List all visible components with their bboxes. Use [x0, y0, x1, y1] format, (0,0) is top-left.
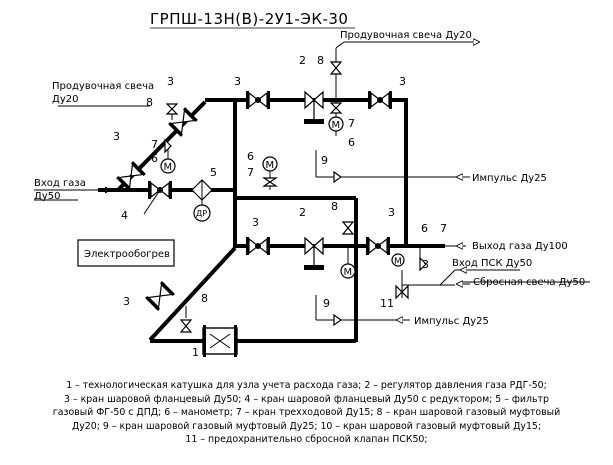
manometer-6-outlet: М: [391, 253, 405, 267]
regulator-2-bottom: [304, 236, 324, 270]
valve-3-diagonal-bottom: [145, 281, 175, 311]
filter-5: ДР: [191, 179, 213, 222]
svg-text:М: М: [266, 160, 275, 171]
num-3-c: 3: [399, 75, 406, 88]
manometer-6-top: М: [328, 116, 344, 132]
num-5: 5: [210, 166, 217, 179]
manometer-6-bottom: М: [340, 263, 356, 279]
num-3-h: 3: [123, 295, 130, 308]
num-7-b: 7: [151, 138, 158, 151]
legend-line: газовый ФГ-50 с ДПД; 6 – манометр; 7 – к…: [52, 407, 561, 419]
num-8-d: 8: [201, 292, 208, 305]
label-inlet-2: Ду50: [34, 191, 60, 202]
label-impulse-top: Импульс Ду25: [472, 173, 547, 184]
num-3-f: 3: [388, 206, 395, 219]
num-4: 4: [121, 209, 128, 222]
label-impulse-bottom: Импульс Ду25: [414, 316, 489, 327]
valve-3-top-right: [368, 91, 392, 109]
svg-text:ДР: ДР: [196, 209, 207, 218]
label-purge-left-2: Ду20: [52, 94, 78, 105]
num-8-b: 8: [146, 96, 153, 109]
manometer-6-filter: М: [262, 156, 278, 172]
num-3-a: 3: [167, 75, 174, 88]
num-1: 1: [192, 346, 199, 359]
num-2-a: 2: [299, 54, 306, 67]
label-psk-inlet: Вход ПСК Ду50: [452, 258, 532, 269]
num-6-a: 6: [348, 136, 355, 149]
label-inlet-1: Вход газа: [34, 178, 86, 189]
small-valves: [164, 61, 427, 333]
label-purge-left-1: Продувочная свеча: [52, 81, 154, 92]
valve-4-gearbox: [143, 181, 172, 215]
num-3-g: 3: [422, 258, 429, 271]
num-9-b: 9: [323, 297, 330, 310]
num-7-c: 7: [247, 166, 254, 179]
meter-spool-1: [202, 325, 238, 357]
heater-box: Электрообогрев: [77, 239, 175, 267]
valve-3-bottom-right: [366, 237, 390, 255]
valve-3-diagonal-lower: [116, 161, 146, 191]
psk-valve-11: [395, 284, 409, 300]
label-purge-top: Продувочная свеча Ду20: [340, 30, 472, 41]
position-numbers: 3 3 3 3 3 3 3 3 2 2 8 8 8 8 7 7 7 7 6 6 …: [113, 54, 447, 359]
num-2-b: 2: [299, 206, 306, 219]
num-6-d: 6: [421, 222, 428, 235]
num-8-c: 8: [331, 200, 338, 213]
num-6-b: 6: [151, 152, 158, 165]
legend-line: 3 – кран шаровой фланцевый Ду50; 4 – кра…: [64, 393, 549, 405]
heater-label: Электрообогрев: [84, 249, 170, 260]
svg-text:М: М: [332, 120, 341, 131]
valve-3-top-left: [246, 91, 270, 109]
regulator-2-top: [304, 90, 324, 124]
legend-line: Ду20; 9 – кран шаровой газовый муфтовый …: [71, 420, 542, 432]
num-7-a: 7: [348, 117, 355, 130]
label-outlet: Выход газа Ду100: [472, 241, 568, 252]
svg-text:М: М: [344, 267, 353, 278]
legend-line: 1 – технологическая катушка для узла уче…: [66, 380, 547, 391]
num-8-a: 8: [317, 54, 324, 67]
label-relief: Сбросная свеча Ду50: [473, 277, 585, 288]
num-11: 11: [380, 297, 394, 310]
manometer-6-left: М: [160, 146, 176, 174]
num-3-d: 3: [113, 130, 120, 143]
num-7-d: 7: [440, 222, 447, 235]
valve-3-diagonal-upper: [168, 107, 198, 137]
num-3-e: 3: [252, 216, 259, 229]
valve-3-bottom-left: [246, 237, 270, 255]
legend: 1 – технологическая катушка для узла уче…: [0, 379, 613, 447]
diagram-title: ГРПШ-13Н(В)-2У1-ЭК-30: [150, 10, 348, 28]
svg-text:М: М: [394, 257, 402, 267]
svg-text:М: М: [164, 162, 173, 173]
num-9-a: 9: [321, 154, 328, 167]
legend-line: 11 – предохранительно сбросной клапан ПС…: [185, 434, 428, 446]
num-6-c: 6: [247, 150, 254, 163]
num-3-b: 3: [234, 75, 241, 88]
